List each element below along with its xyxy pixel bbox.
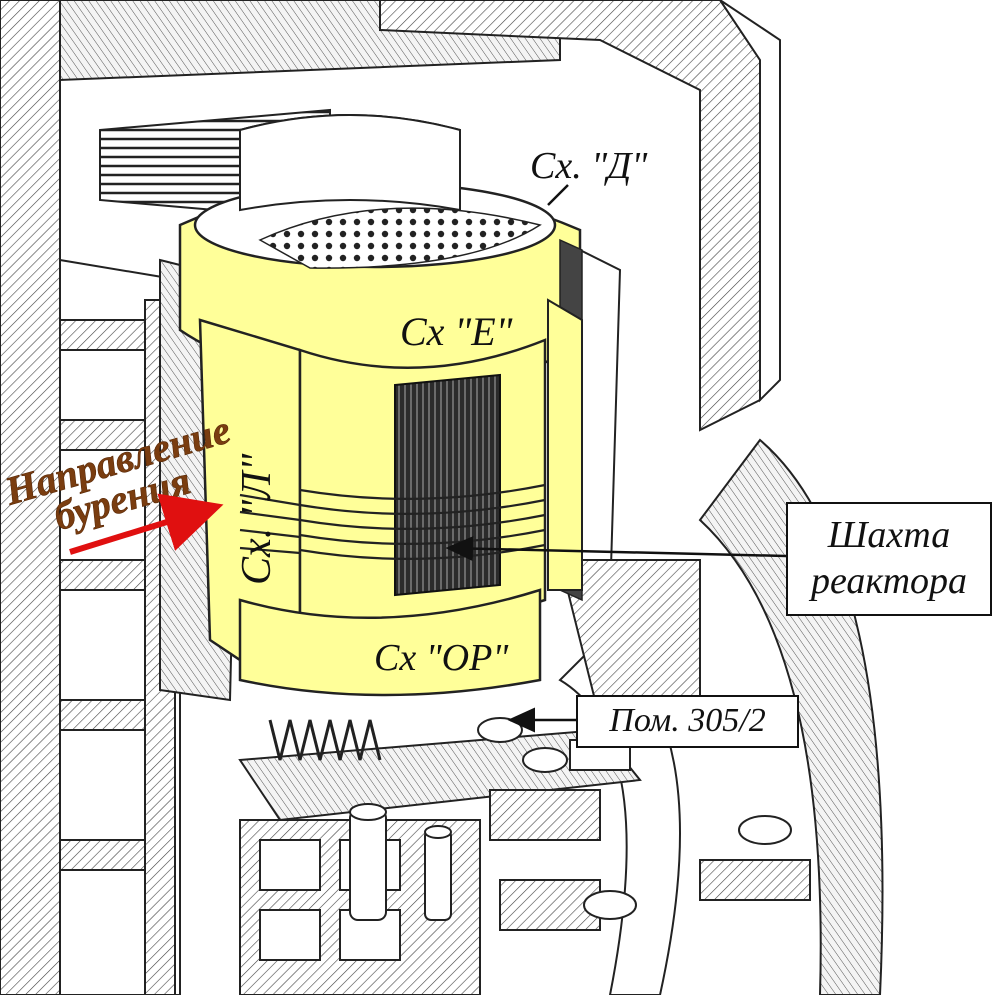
- room-label: Пом. 305/2: [609, 702, 766, 739]
- lower-block-1: [489, 789, 601, 841]
- label-scheme-l: Сх. "Л": [234, 453, 280, 585]
- shaft-line-1: Шахта: [827, 514, 951, 556]
- room-callout: Пом. 305/2: [576, 695, 799, 748]
- shaft-line-2: реактора: [810, 560, 968, 602]
- lower-teeth: [268, 719, 382, 761]
- scheme-or-ring: [238, 588, 542, 697]
- reactor-shaft-callout: Шахта реактора: [786, 502, 992, 616]
- left-outer-wall: [0, 0, 61, 995]
- reactor-shaft-core: [394, 373, 501, 597]
- horizontal-rings: [239, 483, 546, 560]
- lower-block-3: [699, 859, 811, 901]
- label-scheme-or: Сх "ОР": [374, 637, 509, 679]
- right-column: [719, 0, 781, 403]
- right-plate: [547, 298, 583, 591]
- drilling-arrow: [69, 493, 224, 555]
- upper-cylinder: [239, 114, 461, 212]
- pipe-vertical-2: [424, 829, 452, 921]
- reactor-assembly: [178, 114, 583, 761]
- leader-scheme-d: [547, 184, 569, 206]
- leader-shaft: [445, 536, 787, 562]
- perforated-plate: [258, 207, 542, 269]
- label-scheme-d: Сх. "Д": [530, 145, 648, 187]
- pipe-vertical: [349, 809, 387, 921]
- label-scheme-e: Сх "Е": [400, 309, 513, 354]
